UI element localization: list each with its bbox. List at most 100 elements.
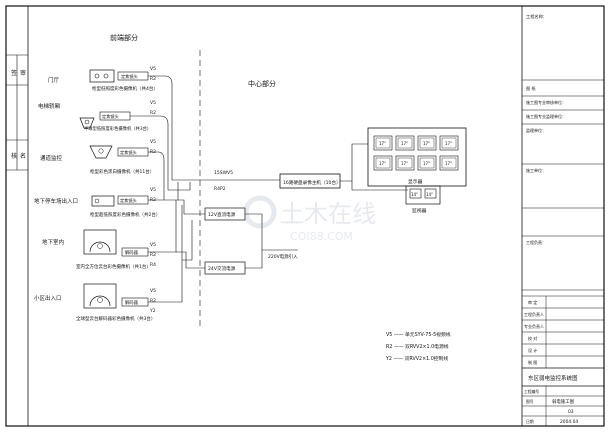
cable-code: R2	[150, 298, 156, 304]
side-label: 审	[20, 69, 26, 77]
power-in-label: 220V电源引入	[268, 253, 298, 260]
screen-size: 14"	[426, 192, 433, 197]
camera-icon	[89, 69, 115, 83]
tb-footer-key: 工程编号	[524, 389, 539, 394]
watermark-cn: 土木在线	[280, 200, 376, 228]
monitor-screen	[395, 155, 415, 171]
monitor-group-label: 显示器	[408, 179, 423, 185]
ac-label: 24V交流电源	[208, 265, 236, 272]
zone-garage: 地下停车场出入口	[34, 197, 78, 205]
cable-code: V5	[150, 288, 156, 294]
cable-code: V5	[150, 139, 156, 145]
tb-role: 工程负责人	[524, 311, 544, 317]
monitor-screen-inner	[397, 157, 413, 169]
tb-footer-key: 图号	[526, 399, 534, 404]
cable-code: V5	[150, 187, 156, 193]
monitor-screen	[395, 135, 415, 151]
cable-code: R2	[150, 110, 156, 116]
tb-title: 东区弱电监控系统图	[528, 374, 578, 382]
camera-icon	[91, 195, 115, 207]
screen-size: 17"	[423, 141, 430, 146]
camera-icon	[79, 117, 95, 129]
device-label: 枪型彩色黑白摄像机（共11台）	[90, 168, 154, 175]
monitor-box	[405, 185, 441, 205]
screen-size: 17"	[445, 161, 452, 166]
screen-size: 17"	[379, 161, 386, 166]
side-label: 签	[11, 69, 17, 77]
tb-role: 校 对	[528, 335, 537, 341]
feeder-cables	[130, 75, 280, 303]
cable-code: V5	[150, 242, 156, 248]
zone-basement: 地下室内	[42, 238, 64, 246]
screen-group: 17"17"17"17"17"17"17"17"	[373, 135, 459, 171]
monitor-screen-inner	[397, 137, 413, 149]
title-block: 工程名称： 图 纸 施工图专业审核单位： 施工图专业监理单位： 监理单位： 施工…	[522, 13, 604, 426]
monitor-screen-inner	[441, 137, 457, 149]
ptz-camera-icon	[83, 229, 117, 255]
tb-supervise: 施工图专业监理单位：	[526, 113, 566, 119]
device-label: 室内全方位云台彩色摄像机（共1台）	[76, 263, 151, 270]
monitor-screen	[373, 135, 393, 151]
tb-supervisor: 监理单位：	[526, 127, 546, 133]
screen-size: 17"	[379, 141, 386, 146]
monitor-screen	[409, 188, 422, 199]
dvr-label: 16路硬盘录像主机（10台）	[283, 179, 341, 186]
watermark: 土木在线 COI88.COM	[243, 195, 376, 243]
video-link	[340, 143, 368, 182]
bus-label: 15SWV5	[214, 170, 233, 176]
screen-size: 17"	[445, 141, 452, 146]
monitor-wall	[367, 127, 467, 187]
tb-footer-val: 2004.04	[560, 419, 578, 425]
tb-footer-val: 弱电施工图	[552, 398, 575, 405]
tb-audit: 施工图专业审核单位：	[526, 99, 566, 105]
power-link	[245, 213, 298, 269]
cable-code: V5	[150, 100, 156, 106]
cable-code: R4	[150, 262, 156, 268]
monitor-screen	[439, 135, 459, 151]
monitor-screen-inner	[419, 157, 435, 169]
psu-label: 12V直流电源	[208, 211, 236, 218]
monitor-screen	[424, 188, 437, 199]
box-decoder: 解码器	[125, 299, 139, 306]
zone-corridor: 通道监控	[40, 154, 63, 162]
legend-item: V5 —— 单元SYV-75-5视频线	[386, 331, 451, 338]
screen-size: 14"	[411, 192, 418, 197]
cable-code: Y2	[149, 308, 156, 314]
zone-elevator: 电梯轿厢	[38, 102, 61, 110]
legend-item: R2 —— 双RVV2×1.0电源线	[386, 343, 449, 350]
cable-code: R2	[150, 252, 156, 258]
bus-label: R4P2	[214, 186, 226, 192]
ptz-camera-icon	[83, 283, 117, 309]
center-section-title: 中心部分	[248, 79, 276, 88]
device-label: 枪型超低照度彩色摄像机（共2台）	[90, 211, 160, 218]
box-lens: 定焦镜头	[120, 149, 137, 156]
side-label: 核	[11, 152, 17, 160]
camera-icon	[89, 145, 113, 159]
device-label: 半球型低照度彩色摄像机（共3台）	[84, 125, 151, 132]
front-section-title: 前端部分	[110, 33, 138, 42]
tb-contractor: 施工单位：	[526, 167, 546, 173]
monitor-screen	[439, 155, 459, 171]
monitor-sub-label: 监视器	[412, 207, 427, 214]
tb-footer-val: 03	[568, 409, 574, 415]
drawing-frame	[27, 5, 523, 427]
side-label: 名	[20, 152, 26, 160]
screen-size: 17"	[423, 161, 430, 166]
monitor-screen-inner	[441, 157, 457, 169]
zone-lobby: 门厅	[48, 76, 60, 84]
screen-size: 17"	[401, 161, 408, 166]
cable-code: V5	[150, 66, 156, 72]
tb-role: 设 计	[528, 347, 537, 353]
tb-drawing: 图 纸	[526, 85, 537, 92]
tb-role: 审 定	[528, 299, 537, 305]
box-lens: 定焦镜头	[102, 113, 119, 120]
tb-project-name: 工程名称：	[526, 13, 547, 20]
legend-item: Y2 —— 双RVV2×1.0控制线	[385, 355, 448, 362]
watermark-en: COI88.COM	[290, 230, 353, 243]
monitor-screen	[373, 155, 393, 171]
box-decoder: 解码器	[125, 249, 139, 256]
tb-role: 专业负责人	[524, 323, 544, 329]
tb-footer-key: 日期	[526, 419, 534, 424]
